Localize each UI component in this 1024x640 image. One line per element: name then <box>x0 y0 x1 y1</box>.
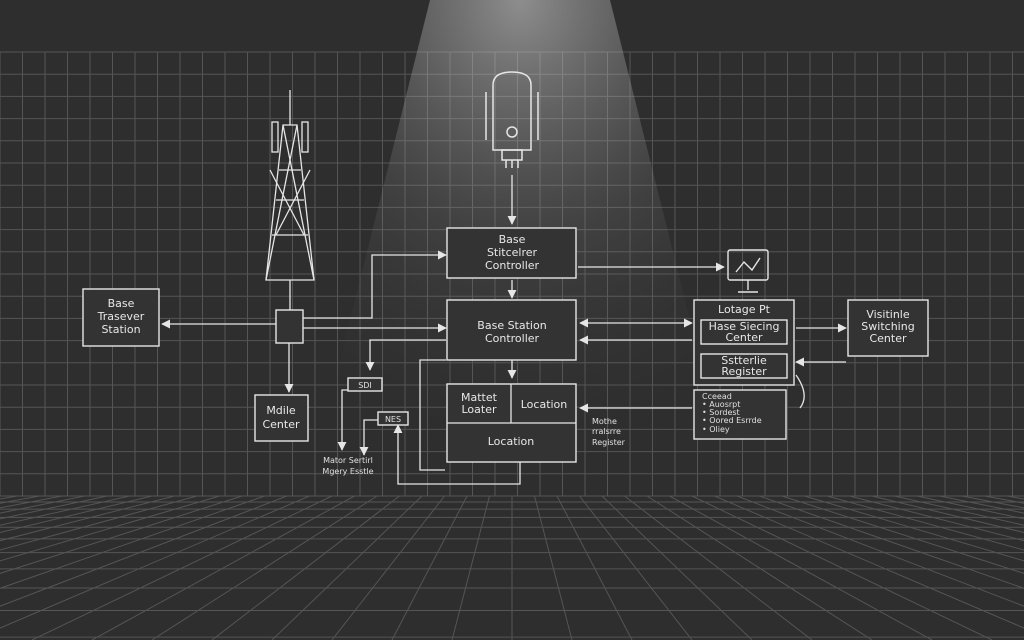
panel-list-2: • Auosrpt <box>702 400 740 409</box>
panel-list-4: • Oored Esrrde <box>702 416 762 425</box>
mobile-register-label: Mothe rralsrre Register <box>592 417 626 447</box>
bts-label-2: Trasever <box>97 310 145 323</box>
panel-title: Lotage Pt <box>718 303 771 316</box>
sdi-label: SDI <box>358 381 372 390</box>
grid-line <box>714 495 1024 629</box>
grid-line <box>0 495 265 589</box>
vmsc-label-2: Switching <box>861 320 914 333</box>
bsc-top-label-1: Base <box>499 233 526 246</box>
mobile-center-box: Mdile Center <box>254 394 309 442</box>
panel-list-3: • Sordest <box>702 408 740 417</box>
major-center-line-2: Mgery Esstle <box>322 467 373 476</box>
vmsc-label-3: Center <box>869 332 907 345</box>
base-station-controller-top-box: Base Stitcelrer Controller <box>446 227 577 279</box>
mobile-register-line-1: Mothe <box>592 417 617 426</box>
panel-inner-bottom-2: Register <box>721 365 767 378</box>
major-center-label: Mator Sertirl Mgery Esstle <box>322 456 373 476</box>
panel-list-5: • Oliey <box>702 425 730 434</box>
grid-line <box>31 495 333 640</box>
grid-line <box>0 495 175 542</box>
major-center-line-1: Mator Sertirl <box>323 456 373 465</box>
location-block: Mattet Loater Location Location <box>446 383 577 463</box>
tower-junction-box <box>275 309 304 344</box>
grid-line <box>691 495 993 640</box>
bsc-main-label-1: Base Station <box>477 319 546 332</box>
location-right-label: Location <box>521 398 568 411</box>
connectors <box>161 175 847 485</box>
mobile-register-line-3: Register <box>592 438 626 447</box>
nes-box: NES <box>377 411 409 426</box>
location-bottom-label: Location <box>488 435 535 448</box>
mobile-register-line-2: rralsrre <box>592 427 621 436</box>
microphone-device-icon <box>485 71 539 168</box>
grid-line <box>826 495 1024 551</box>
bsc-main-label-2: Controller <box>485 332 540 345</box>
grid-line <box>0 495 198 551</box>
nes-label: NES <box>385 415 401 424</box>
grid-line <box>0 495 288 607</box>
grid-line <box>0 495 220 562</box>
matter-label-2: Loater <box>461 403 496 416</box>
vmsc-label-1: Visitinle <box>866 308 910 321</box>
panel-inner-top-1: Hase Siecing <box>709 320 780 333</box>
cell-tower-icon <box>265 90 315 310</box>
grid-line <box>0 495 243 574</box>
grid-line <box>0 495 310 629</box>
matter-label-1: Mattet <box>461 391 498 404</box>
grid-line <box>894 495 1024 526</box>
visitor-switching-center-box: Visitinle Switching Center <box>847 299 929 357</box>
mobile-center-label-1: Mdile <box>266 404 296 417</box>
panel-inner-bottom-1: Sstterlie <box>721 354 767 367</box>
grid-line <box>781 495 1024 574</box>
grid-line <box>0 495 130 526</box>
bsc-top-label-2: Stitcelrer <box>487 246 538 259</box>
right-panel: Lotage Pt Hase Siecing Center Sstterlie … <box>693 299 795 440</box>
grid-line <box>871 495 1024 533</box>
grid-line <box>0 495 153 533</box>
monitor-icon <box>727 249 769 293</box>
bts-label-1: Base <box>108 297 135 310</box>
base-transceiver-station-box: Base Trasever Station <box>82 288 160 347</box>
grid-line <box>849 495 1024 542</box>
panel-list-1: Cceead <box>702 392 732 401</box>
grid-line <box>804 495 1024 562</box>
bts-label-3: Station <box>101 323 140 336</box>
base-station-controller-box: Base Station Controller <box>446 299 577 361</box>
bsc-top-label-3: Controller <box>485 259 540 272</box>
sdi-box: SDI <box>347 377 383 392</box>
mobile-center-label-2: Center <box>262 418 300 431</box>
grid-floor <box>0 495 1024 640</box>
grid-line <box>759 495 1024 589</box>
grid-line <box>736 495 1024 607</box>
panel-inner-top-2: Center <box>725 331 763 344</box>
